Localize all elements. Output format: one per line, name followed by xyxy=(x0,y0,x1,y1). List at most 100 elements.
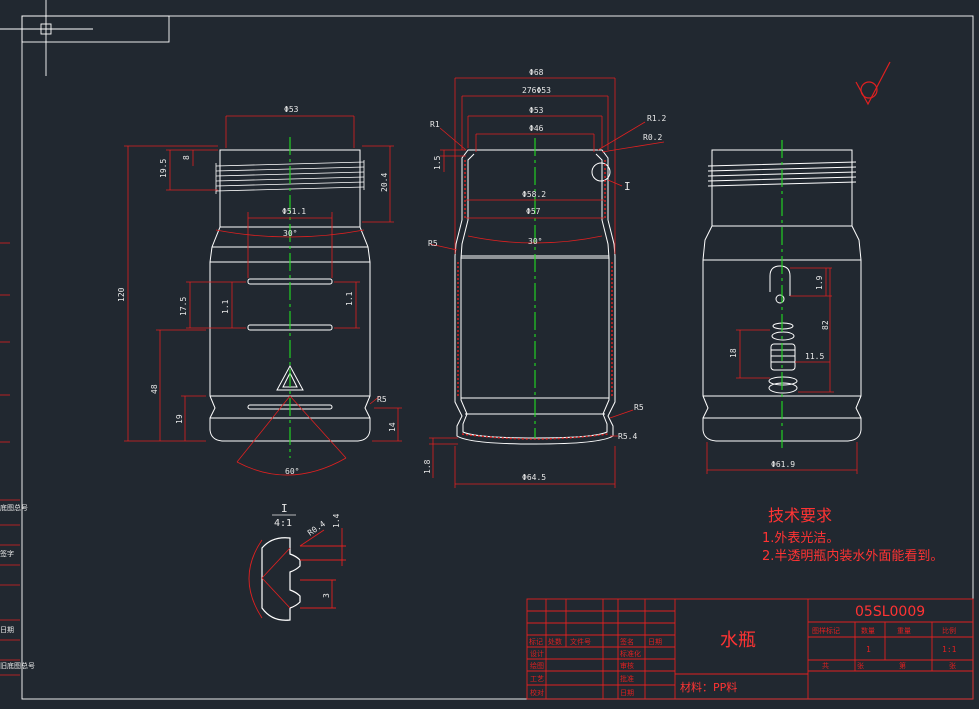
section-view: Φ68 276Φ53 Φ53 Φ46 R1.2 R0.2 R1 1.5 Φ58.… xyxy=(423,68,666,488)
dim-detail-tooth-pitch: 3 xyxy=(322,593,331,598)
dim-base-radius: R5 xyxy=(377,395,387,404)
dim-grip-spacing: 17.5 xyxy=(179,297,188,316)
role-labels: 设计 标准化 绘图 审核 工艺 批准 校对 日期 xyxy=(530,649,641,697)
front-view: Φ53 19.5 8 20.4 120 Φ51.1 30° 17.5 1.1 1… xyxy=(117,105,402,476)
dim-r-inner: R0.2 xyxy=(643,133,662,142)
sheet-no-label: 张 xyxy=(949,661,956,670)
dim-neck-height: 19.5 xyxy=(159,159,168,178)
role-label: 标准化 xyxy=(620,649,641,658)
section-outline-outer xyxy=(454,149,616,445)
side-view: 1.9 82 18 11.5 Φ61.9 xyxy=(702,140,862,474)
change-header: 文件号 xyxy=(570,637,591,646)
change-headers: 标记 处数 文件号 签名 日期 xyxy=(529,637,662,646)
dim-base-height: 19 xyxy=(175,414,184,424)
dim-base-radius: R5 xyxy=(634,403,644,412)
left-margin-labels: 底图总号 签字 日期 旧底图总号 xyxy=(0,503,35,670)
dim-grip-angle: 30° xyxy=(283,229,297,238)
dim-outer-dia: Φ68 xyxy=(529,68,544,77)
scale-label: 比例 xyxy=(942,626,956,635)
quantity-label: 数量 xyxy=(861,626,875,635)
dim-thread-height: 20.4 xyxy=(380,173,389,192)
sheet-no-label: 张 xyxy=(857,661,864,670)
drawing-number: 05SL0009 xyxy=(855,604,925,620)
role-label: 设计 xyxy=(530,649,544,658)
section-dimension-texts: Φ68 276Φ53 Φ53 Φ46 R1.2 R0.2 R1 1.5 Φ58.… xyxy=(423,68,666,482)
spout-hook xyxy=(769,265,791,296)
tech-req-item: 2.半透明瓶内装水外面能看到。 xyxy=(762,548,943,564)
dim-gap-left: 1.1 xyxy=(221,299,230,314)
tech-req-item: 1.外表光洁。 xyxy=(762,531,839,546)
left-margin-strip xyxy=(0,242,20,676)
role-label: 批准 xyxy=(620,674,634,683)
detail-scale: 4:1 xyxy=(274,518,292,529)
detail-dimension-texts: R0.4 1.4 3 xyxy=(306,513,341,598)
dim-base-offset: 14 xyxy=(388,422,397,432)
margin-label: 底图总号 xyxy=(0,503,28,512)
scale-value: 1:1 xyxy=(942,645,957,654)
front-dimension-texts: Φ53 19.5 8 20.4 120 Φ51.1 30° 17.5 1.1 1… xyxy=(117,105,397,476)
detail-callout-label: I xyxy=(624,180,631,193)
dim-thread-dia: 276Φ53 xyxy=(522,86,551,95)
dim-r-outer: R1.2 xyxy=(647,114,666,123)
margin-label: 旧底图总号 xyxy=(0,661,35,670)
dim-thread-pitch: 8 xyxy=(182,155,191,160)
margin-label: 签字 xyxy=(0,549,14,558)
dim-top-dia: Φ53 xyxy=(529,106,544,115)
change-header: 签名 xyxy=(620,637,634,646)
role-label: 校对 xyxy=(530,688,544,697)
dim-inner-width: Φ51.1 xyxy=(282,207,306,216)
change-header: 日期 xyxy=(648,638,662,646)
dim-neck-dia: Φ58.2 xyxy=(522,190,546,199)
dim-lower-height: 48 xyxy=(150,384,159,394)
dim-total-height: 120 xyxy=(117,287,126,302)
dim-inner-dia: Φ46 xyxy=(529,124,544,133)
surface-finish-symbol xyxy=(855,61,891,106)
dimension-lines xyxy=(124,115,402,476)
dim-hook-width: 1.9 xyxy=(815,275,824,290)
change-header: 标记 xyxy=(529,637,543,646)
dim-base-angle: 60° xyxy=(285,467,299,476)
section-hatching xyxy=(457,160,613,440)
dim-neck-inner: Φ57 xyxy=(526,207,541,216)
dim-base-inner-radius: R5.4 xyxy=(618,432,637,441)
dim-gap-right: 1.1 xyxy=(345,291,354,306)
dim-base-dia: Φ64.5 xyxy=(522,473,546,482)
dim-shoulder-radius: R5 xyxy=(428,239,438,248)
dim-lip-height: 1.5 xyxy=(433,155,442,170)
dim-top-width: Φ53 xyxy=(284,105,299,114)
material-label: 材料：PP料 xyxy=(680,680,737,694)
detail-view: I 4:1 R0.4 1.4 3 xyxy=(248,502,346,621)
side-dimension-lines xyxy=(706,267,858,474)
role-label: 绘图 xyxy=(530,661,544,670)
role-label: 工艺 xyxy=(530,675,544,683)
weight-label: 重量 xyxy=(897,627,911,635)
part-name: 水瓶 xyxy=(720,630,756,651)
sheet-of-label: 第 xyxy=(899,661,906,670)
side-dimension-texts: 1.9 82 18 11.5 Φ61.9 xyxy=(729,275,830,469)
role-label: 日期 xyxy=(620,689,634,697)
sheet-total-label: 共 xyxy=(822,661,829,670)
dim-side-base-dia: Φ61.9 xyxy=(771,460,795,469)
technical-requirements: 技术要求 1.外表光洁。 2.半透明瓶内装水外面能看到。 xyxy=(762,506,943,564)
role-label: 审核 xyxy=(620,661,634,670)
quantity-value: 1 xyxy=(866,645,871,654)
detail-thread-profile xyxy=(261,537,301,621)
dim-r-top: R1 xyxy=(430,120,440,129)
stage-label: 图样标记 xyxy=(812,626,840,635)
dim-shoulder-angle: 30° xyxy=(528,237,542,246)
margin-label: 日期 xyxy=(0,626,14,634)
detail-red-lines xyxy=(248,528,346,619)
detail-label: I xyxy=(281,502,288,515)
dim-hook-height: 82 xyxy=(821,320,830,330)
tech-req-title: 技术要求 xyxy=(768,506,832,525)
change-header: 处数 xyxy=(548,637,562,646)
dim-cap-height: 18 xyxy=(729,348,738,358)
dim-cap-width: 11.5 xyxy=(805,352,824,361)
title-block: 标记 处数 文件号 签名 日期 设计 标准化 绘图 审核 工艺 批准 校对 日期… xyxy=(526,598,974,700)
section-dimension-lines xyxy=(429,77,665,488)
dim-detail-tooth-width: 1.4 xyxy=(332,513,341,528)
dim-base-thickness: 1.8 xyxy=(423,459,432,474)
